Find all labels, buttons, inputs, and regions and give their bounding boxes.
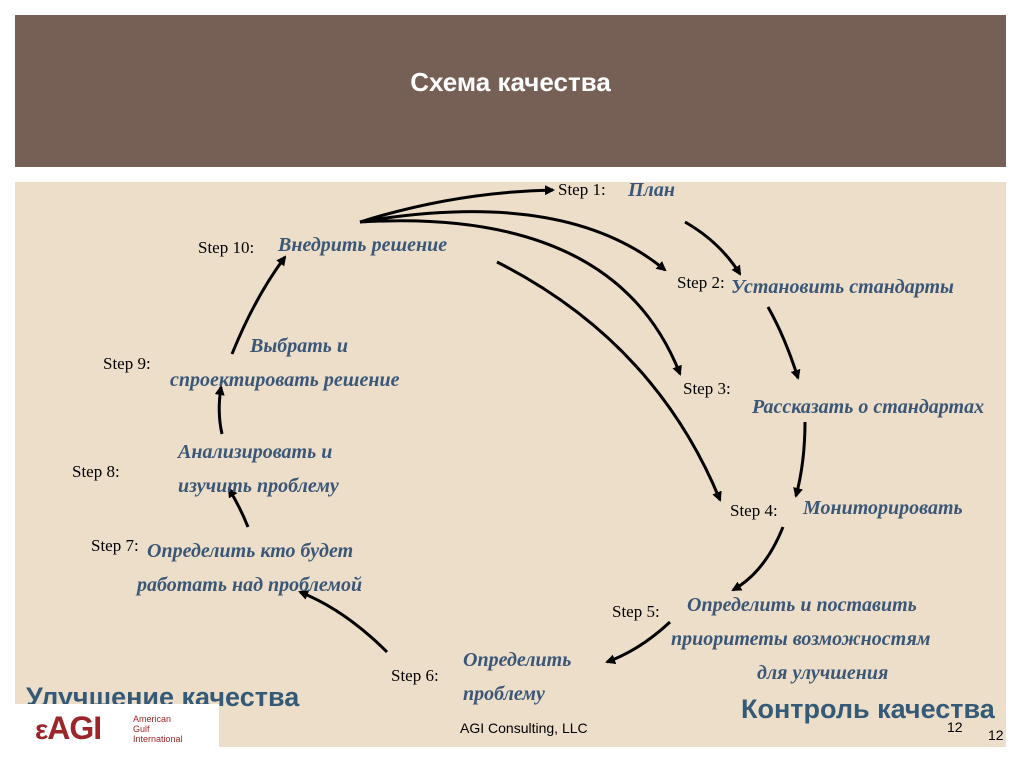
arrow-10-to-2 (359, 210, 667, 272)
arrow-10-to-3 (359, 219, 682, 376)
step-3-label: Step 3: (683, 379, 731, 398)
diagram-panel (15, 182, 1006, 747)
agi-logo-mark: εAGI (35, 710, 102, 746)
quality-cycle-diagram (214, 185, 807, 664)
page-number: 12 (947, 719, 963, 735)
step-8-label: Step 8: (72, 462, 120, 481)
arrow-2-to-3 (766, 306, 801, 380)
agi-logo-subtitle: American Gulf International (133, 714, 183, 744)
footer-company: AGI Consulting, LLC (460, 720, 588, 736)
step-1-label: Step 1: (558, 180, 606, 199)
arrow-3-to-4 (793, 421, 807, 498)
step-5-label: Step 5: (612, 602, 660, 621)
step-4-label: Step 4: (730, 501, 778, 520)
arrow-6-to-7 (298, 590, 389, 654)
step-7-text: Определить кто будет работать над пробле… (137, 540, 363, 596)
step-10-text: Внедрить решение (278, 234, 448, 256)
arrow-10-to-1 (359, 185, 555, 224)
step-5-text: Определить и поставить приоритеты возмож… (671, 594, 931, 684)
step-6-text: Определить проблему (463, 649, 572, 705)
step-2-text: Установить стандарты (731, 276, 954, 298)
arrow-1-to-2 (684, 220, 742, 276)
step-8-text: Анализировать и изучить проблему (178, 441, 339, 497)
step-9-text: Выбрать и спроектировать решение (170, 335, 400, 391)
step-1-text: План (628, 179, 675, 201)
agi-logo: εAGI American Gulf International (15, 704, 219, 748)
step-7-label: Step 7: (91, 536, 139, 555)
arrow-10-to-4 (496, 260, 722, 502)
slide-title: Схема качества (410, 67, 611, 97)
logo-swirl-icon: ε (35, 714, 48, 745)
arrow-7-to-8 (227, 487, 250, 528)
arrow-8-to-9 (214, 385, 225, 435)
step-9-label: Step 9: (103, 354, 151, 373)
arrow-4-to-5 (731, 526, 785, 592)
step-10-label: Step 10: (198, 238, 255, 257)
step-3-text: Рассказать о стандартах (752, 396, 985, 418)
quality-control-label: Контроль качества (741, 694, 995, 724)
page-number-secondary: 12 (988, 727, 1004, 743)
arrow-5-to-6 (605, 620, 672, 664)
header-bar: Схема качества (15, 15, 1006, 167)
step-2-label: Step 2: (677, 273, 725, 292)
step-4-text: Мониторировать (803, 497, 963, 519)
arrow-9-to-10 (230, 255, 287, 355)
step-6-label: Step 6: (391, 666, 439, 685)
